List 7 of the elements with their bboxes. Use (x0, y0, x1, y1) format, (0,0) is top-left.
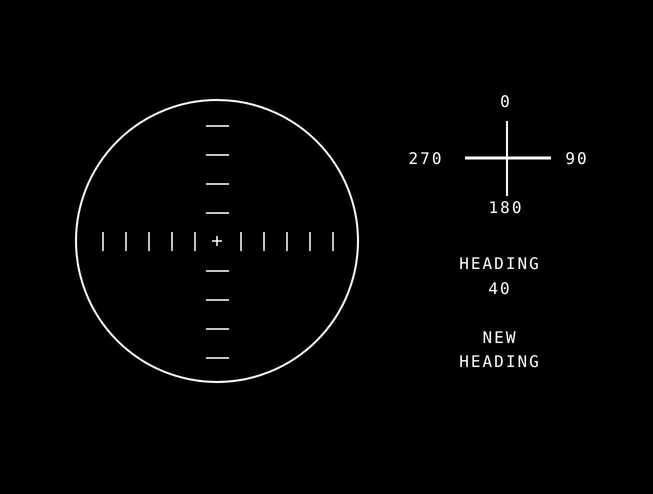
compass-label: 270 (408, 148, 444, 170)
heading-label: NEW HEADING (458, 327, 542, 373)
compass-label: 180 (488, 197, 524, 219)
heading-value: 40 (488, 278, 512, 300)
heading-label: HEADING (459, 253, 541, 275)
compass-label: 90 (565, 148, 589, 170)
compass-label: 0 (500, 91, 512, 113)
